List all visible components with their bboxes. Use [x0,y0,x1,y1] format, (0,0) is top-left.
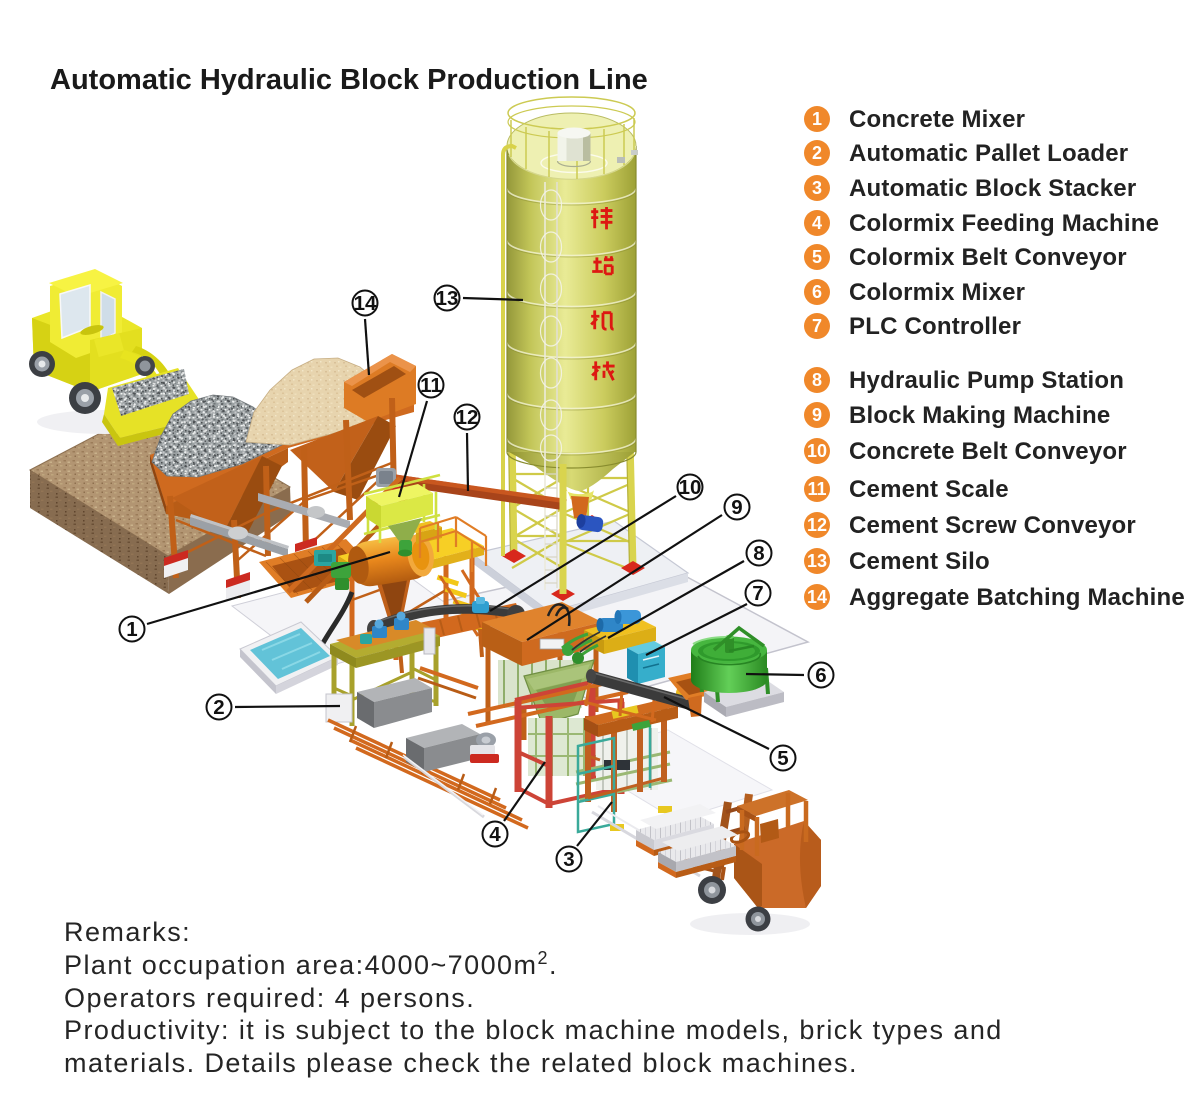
svg-text:12: 12 [456,406,479,429]
svg-text:1: 1 [126,618,137,641]
svg-text:2: 2 [213,696,224,719]
svg-text:3: 3 [563,848,574,871]
svg-text:14: 14 [354,292,377,315]
svg-text:6: 6 [815,664,826,687]
svg-text:8: 8 [753,542,764,565]
svg-text:5: 5 [777,747,788,770]
svg-text:7: 7 [752,582,763,605]
svg-text:10: 10 [679,476,702,499]
svg-text:9: 9 [731,496,742,519]
svg-text:13: 13 [436,287,459,310]
svg-text:11: 11 [420,374,442,397]
svg-text:4: 4 [489,823,501,846]
